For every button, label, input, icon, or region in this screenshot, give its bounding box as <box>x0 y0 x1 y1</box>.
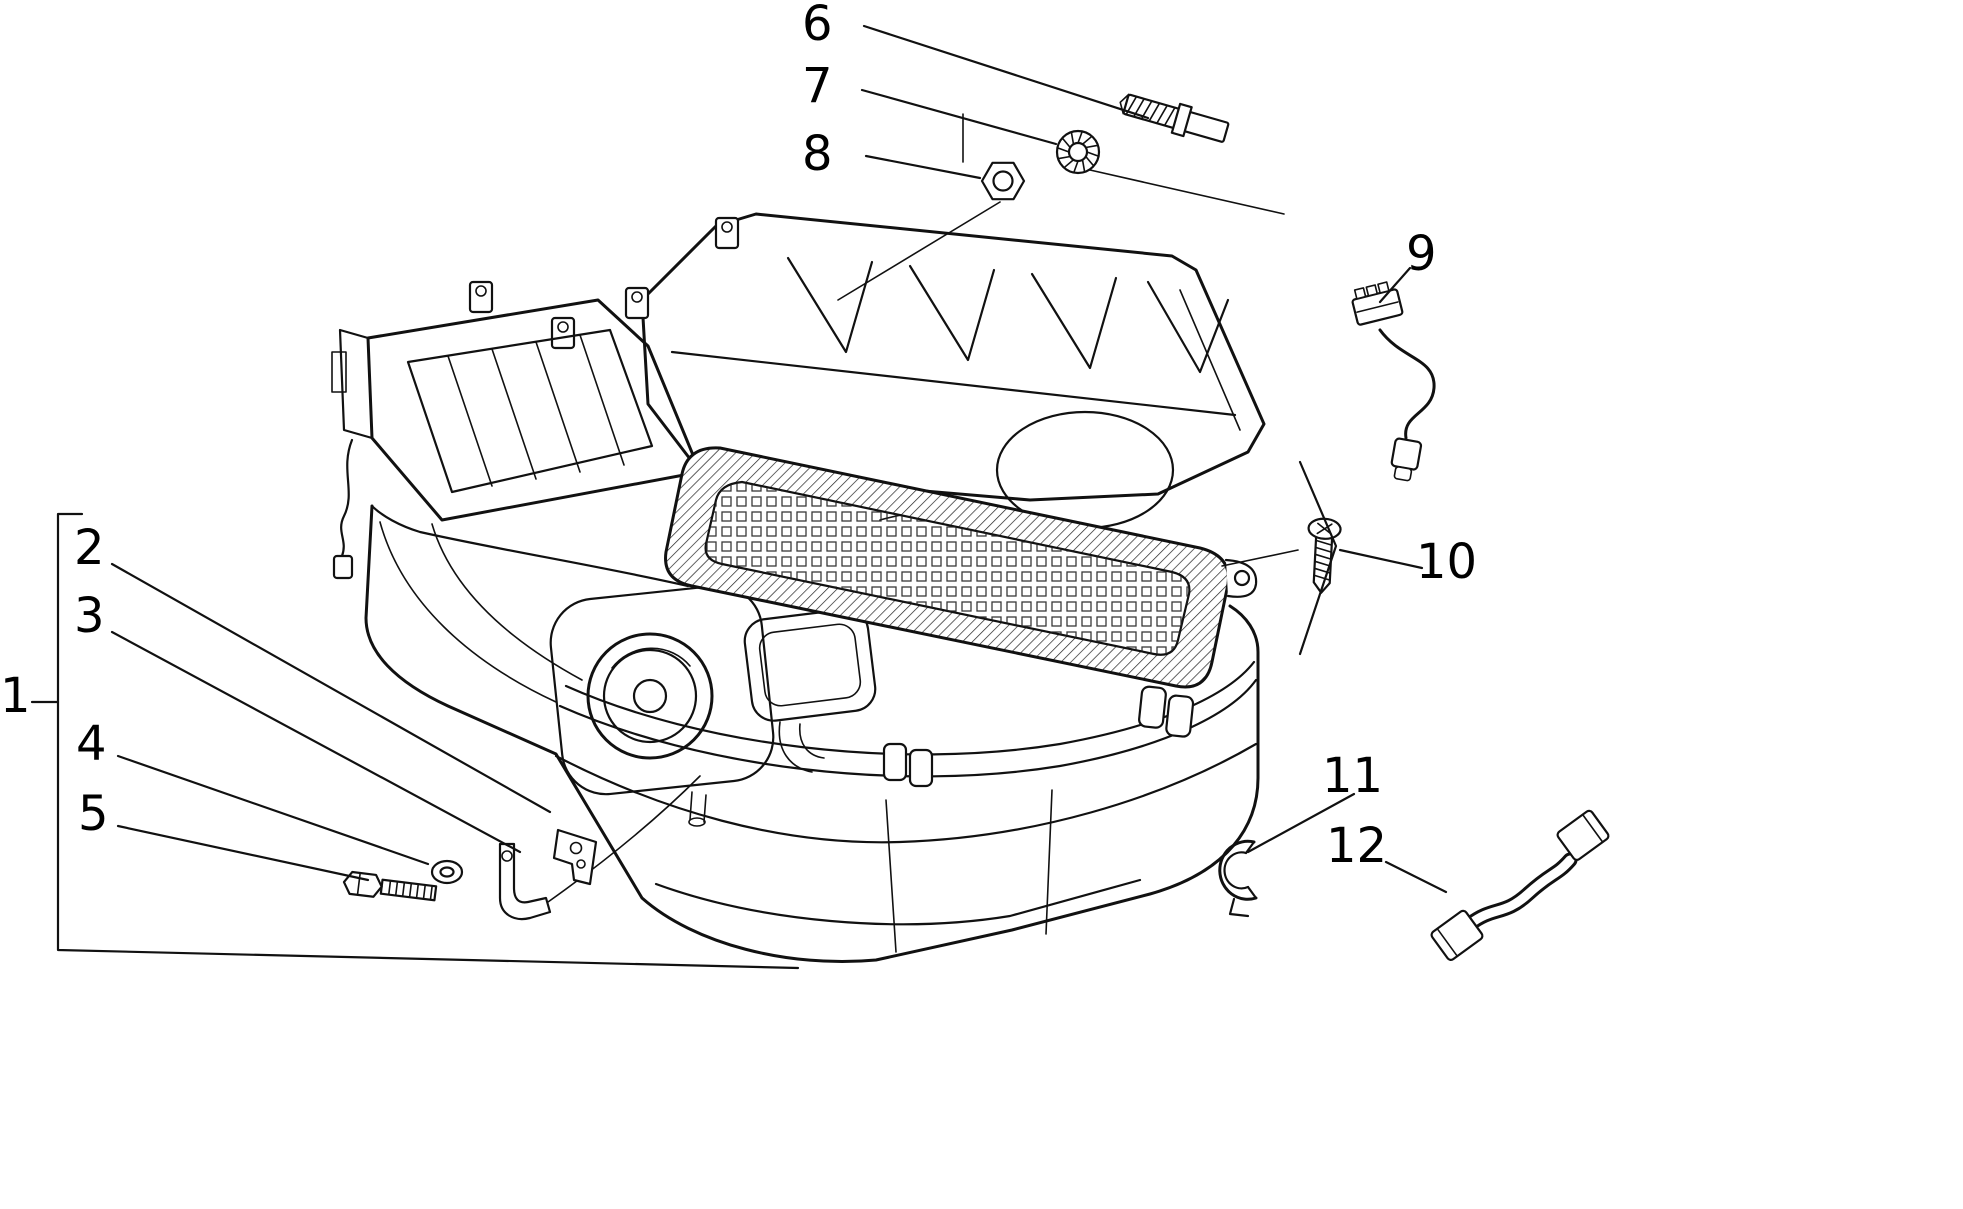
part-screw <box>1307 517 1342 594</box>
part-hex-bolt <box>342 870 438 902</box>
seal-gasket <box>664 446 1258 689</box>
callout-label-6: 6 <box>802 0 833 52</box>
strap-clip-center <box>882 742 934 788</box>
mounting-clips <box>468 216 740 350</box>
callout-label-10: 10 <box>1416 534 1478 590</box>
actuator-module <box>743 608 877 773</box>
leader-8 <box>864 154 982 180</box>
part-support-bracket <box>498 775 701 921</box>
leader-10 <box>1338 548 1424 570</box>
intake-tray <box>331 298 702 580</box>
bracket-1 <box>56 512 800 970</box>
part-link-cable <box>1430 809 1610 962</box>
mount-line-left <box>837 201 1001 301</box>
bracket-10 <box>1298 460 1338 656</box>
part-hex-nut <box>980 161 1026 201</box>
callout-label-1: 1 <box>0 668 31 724</box>
tab-line-10 <box>1221 549 1299 567</box>
upper-cover <box>468 212 1266 502</box>
mount-line-right <box>1089 169 1285 215</box>
leader-6 <box>862 24 1150 120</box>
part-star-washer <box>1055 129 1101 175</box>
leader-12 <box>1384 860 1448 894</box>
callout-label-7: 7 <box>802 58 833 114</box>
part-wiring-connector <box>1351 281 1436 482</box>
callout-label-12: 12 <box>1326 818 1388 874</box>
screw-tab <box>1224 558 1258 598</box>
leader-3 <box>110 630 522 854</box>
leader-4 <box>116 754 430 866</box>
callout-label-11: 11 <box>1322 748 1384 804</box>
callout-label-9: 9 <box>1406 226 1437 282</box>
callout-label-5: 5 <box>78 786 109 842</box>
leader-7 <box>860 88 1058 146</box>
leader-11 <box>1246 792 1356 854</box>
part-clip-clamp <box>1218 839 1258 918</box>
part-threaded-stud <box>1119 93 1230 143</box>
callout-label-2: 2 <box>74 520 105 576</box>
lower-housing <box>364 504 1260 964</box>
leader-5 <box>116 824 370 882</box>
part-washer <box>430 859 464 885</box>
leader-lines <box>30 24 1448 970</box>
callout-label-8: 8 <box>802 126 833 182</box>
callout-label-3: 3 <box>74 588 105 644</box>
strap-clip-right <box>1138 685 1195 738</box>
part-bracket-plate <box>552 828 598 886</box>
callout-label-4: 4 <box>76 716 107 772</box>
leader-9 <box>1378 266 1412 304</box>
blower-motor <box>549 584 775 796</box>
leader-2 <box>110 562 552 814</box>
